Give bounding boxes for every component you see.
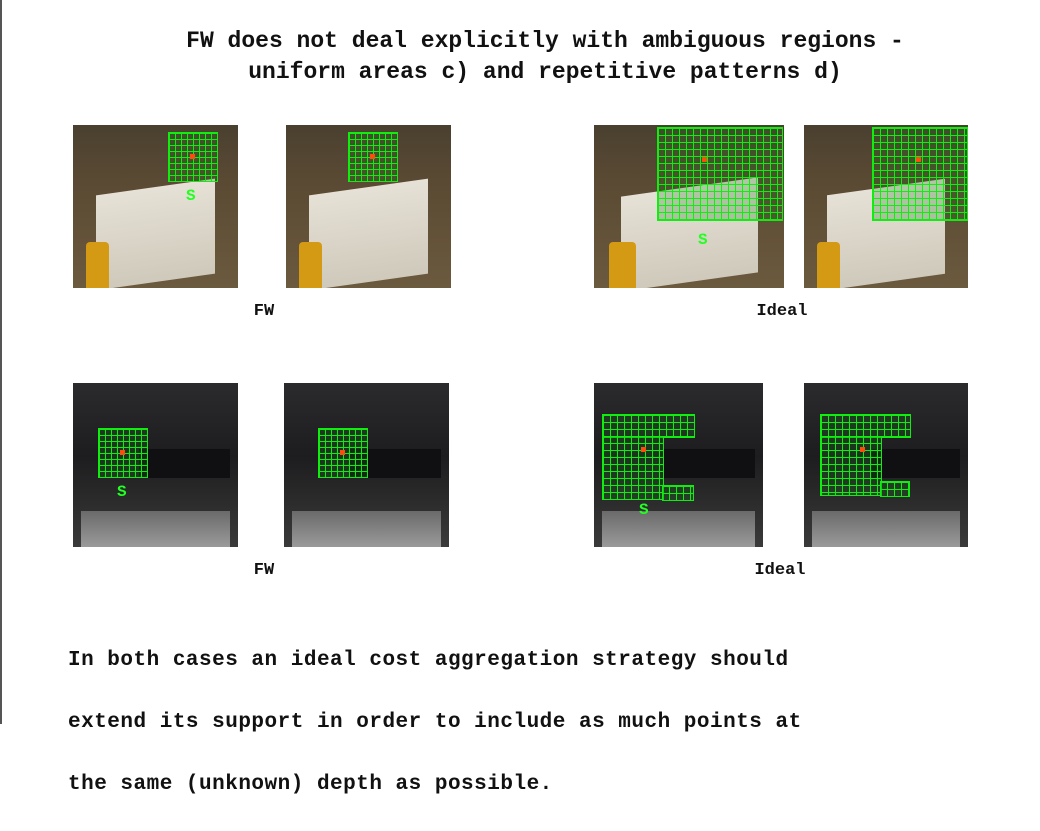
center-point	[641, 447, 646, 452]
s-marker: S	[186, 187, 196, 205]
support-window	[872, 127, 968, 221]
center-point	[340, 450, 345, 455]
support-window	[820, 414, 911, 438]
title-line-1: FW does not deal explicitly with ambiguo…	[186, 28, 904, 54]
title-line-2: uniform areas c) and repetitive patterns…	[248, 59, 842, 85]
center-point	[916, 157, 921, 162]
conclusion-line-2: extend its support in order to include a…	[68, 711, 802, 734]
conclusion-line-3: the same (unknown) depth as possible.	[68, 773, 553, 796]
image-uniform-fw-left: S	[73, 125, 238, 288]
image-repetitive-ideal-left: S	[594, 383, 763, 547]
center-point	[702, 157, 707, 162]
caption-ideal-2: Ideal	[754, 561, 806, 580]
image-repetitive-fw-left: S	[73, 383, 238, 547]
support-window-lower	[602, 436, 664, 500]
image-repetitive-fw-right	[284, 383, 449, 547]
center-point	[120, 450, 125, 455]
caption-fw-2: FW	[253, 561, 275, 580]
support-window-lower	[820, 436, 882, 496]
s-marker: S	[698, 231, 708, 249]
conclusion-line-1: In both cases an ideal cost aggregation …	[68, 649, 789, 672]
left-border	[0, 0, 2, 724]
support-window	[657, 127, 783, 221]
image-uniform-fw-right	[286, 125, 451, 288]
image-repetitive-ideal-right	[804, 383, 968, 547]
caption-ideal-1: Ideal	[756, 302, 808, 321]
support-window-foot	[662, 485, 694, 501]
s-marker: S	[639, 501, 649, 519]
center-point	[190, 154, 195, 159]
center-point	[860, 447, 865, 452]
support-window	[602, 414, 695, 438]
conclusion-text: In both cases an ideal cost aggregation …	[68, 614, 1028, 831]
caption-fw-1: FW	[253, 302, 275, 321]
image-uniform-ideal-right	[804, 125, 968, 288]
center-point	[370, 154, 375, 159]
support-window	[348, 132, 398, 182]
image-uniform-ideal-left: S	[594, 125, 784, 288]
s-marker: S	[117, 483, 127, 501]
support-window-foot	[880, 481, 910, 497]
slide-title: FW does not deal explicitly with ambiguo…	[0, 26, 1040, 88]
